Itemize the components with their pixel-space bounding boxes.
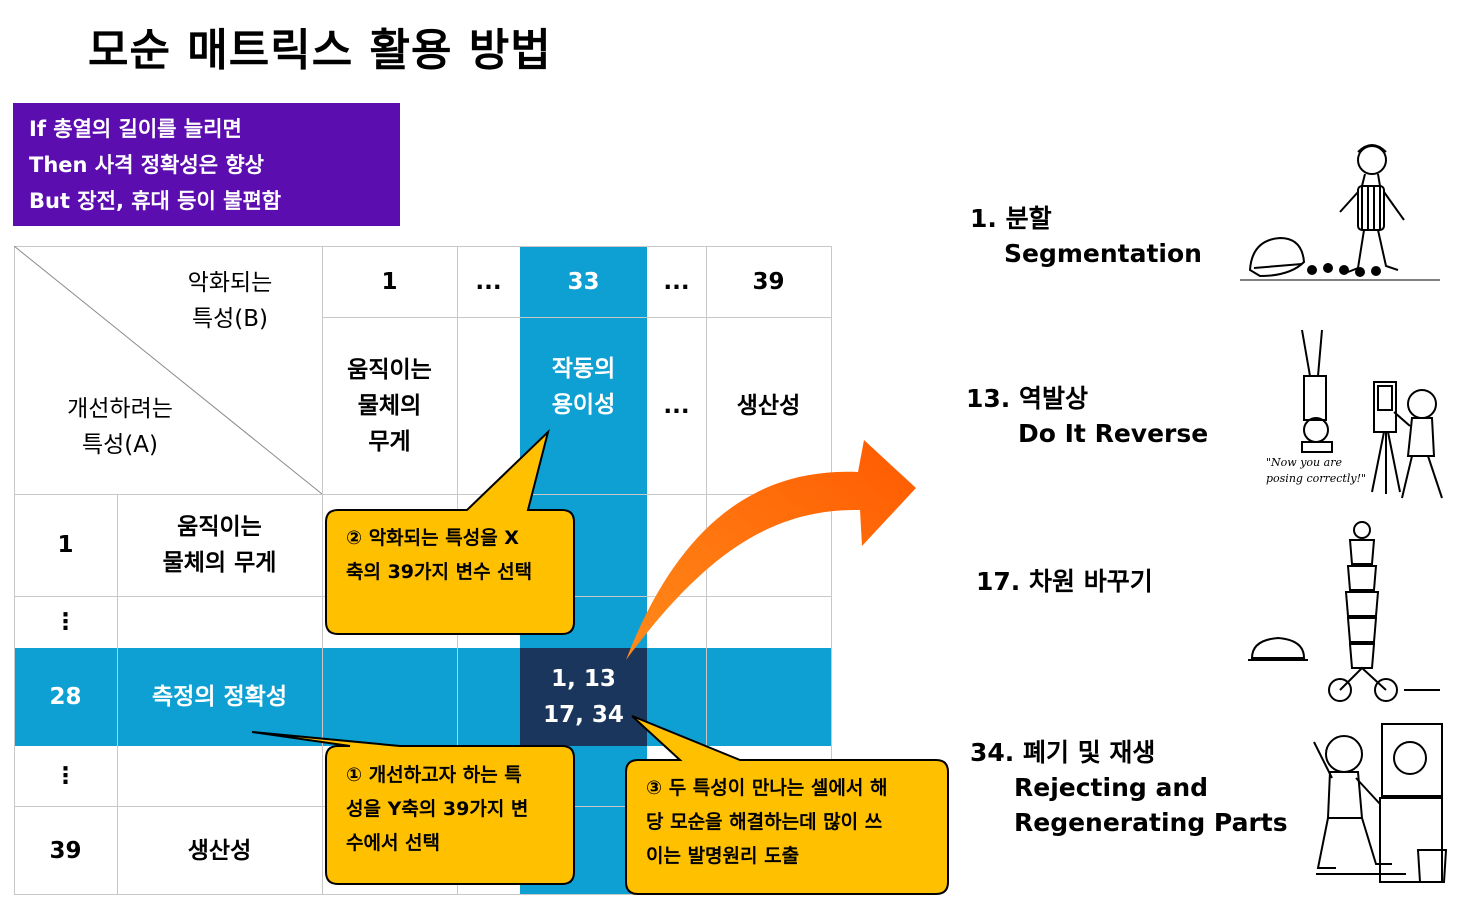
principle-1-en: Segmentation (1004, 239, 1202, 268)
col-name-ease-line-2: 용이성 (551, 392, 616, 418)
principle-13-ko: 13. 역발상 (966, 384, 1088, 413)
principle-17: 17. 차원 바꾸기 (976, 564, 1153, 599)
illustration-reverse (1301, 329, 1443, 499)
principle-34-en: Rejecting and (1014, 773, 1209, 802)
col-name-weight-line-2: 물체의 (357, 392, 422, 419)
illustration-segmentation (1240, 144, 1440, 281)
callout-step3-line-1: ③ 두 특성이 만나는 셀에서 해 (646, 777, 888, 799)
col-number-33[interactable]: 33 (567, 268, 600, 295)
col-number-ellipsis-2: ... (663, 268, 690, 295)
corner-bottom-line-2: 특성(A) (81, 432, 158, 458)
row-number-ellipsis-2: ⋮ (54, 763, 77, 789)
condition-but: But 장전, 휴대 등이 불편함 (29, 189, 282, 213)
illustration-caption: "Now you are posing correctly!" (1266, 455, 1366, 487)
row-name-measurement-accuracy[interactable]: 측정의 정확성 (152, 684, 287, 710)
intersection-cell[interactable]: 1, 13 17, 34 (520, 648, 647, 746)
callout-step2-line-1: ② 악화되는 특성을 X (346, 527, 519, 549)
callout-step1-shape (251, 731, 575, 885)
condition-then: Then 사격 정확성은 향상 (29, 153, 264, 177)
row-name-weight-line-2: 물체의 무게 (162, 550, 277, 576)
illustration-dimension (1248, 521, 1440, 702)
principle-34-ko: 34. 폐기 및 재생 (970, 738, 1156, 767)
callout-step2-shape (325, 428, 575, 635)
intersection-line-1: 1, 13 (551, 666, 616, 692)
principle-34-en2: Regenerating Parts (1014, 808, 1288, 837)
curved-arrow (626, 440, 916, 660)
intersection-line-2: 17, 34 (543, 702, 624, 728)
callout-step3-line-3: 이는 발명원리 도출 (646, 845, 800, 867)
callout-step3: ③ 두 특성이 만나는 셀에서 해 당 모순을 해결하는데 많이 쓰 이는 발명… (634, 771, 950, 873)
condition-box: If 총열의 길이를 늘리면 Then 사격 정확성은 향상 But 장전, 휴… (13, 103, 400, 226)
callout-step3-line-2: 당 모순을 해결하는데 많이 쓰 (646, 811, 883, 833)
col-name-weight[interactable]: 움직이는 물체의 무게 (322, 317, 457, 494)
col-number-ellipsis-1: ... (475, 268, 502, 295)
corner-improving-label: 개선하려는 특성(A) (40, 390, 200, 464)
corner-top-line-1: 악화되는 (187, 270, 273, 296)
highlight-row (14, 648, 832, 746)
row-name-weight[interactable]: 움직이는 물체의 무게 (117, 494, 322, 596)
callout-step3-shape (625, 715, 949, 895)
principle-34: 34. 폐기 및 재생 Rejecting and Regenerating P… (970, 735, 1288, 840)
illustration-rejecting (1313, 723, 1448, 883)
col-name-ease-of-operation[interactable]: 작동의 용이성 (520, 317, 647, 457)
row-number-28[interactable]: 28 (49, 684, 82, 710)
row-name-weight-line-1: 움직이는 (177, 514, 262, 540)
callout-step1-line-3: 수에서 선택 (346, 832, 441, 854)
row-name-productivity[interactable]: 생산성 (187, 837, 252, 864)
principle-1-ko: 1. 분할 (970, 204, 1052, 233)
caption-line-2: posing correctly!" (1266, 472, 1367, 485)
col-name-weight-line-3: 무게 (368, 428, 411, 455)
col-number-39[interactable]: 39 (752, 268, 785, 295)
col-number-1[interactable]: 1 (381, 268, 398, 295)
row-number-1[interactable]: 1 (57, 532, 74, 558)
callout-step2-line-2: 축의 39가지 변수 선택 (346, 561, 533, 583)
principle-17-ko: 17. 차원 바꾸기 (976, 567, 1153, 596)
corner-bottom-line-1: 개선하려는 (67, 396, 173, 422)
corner-worsening-label: 악화되는 특성(B) (160, 264, 300, 338)
col-name-productivity[interactable]: 생산성 (736, 392, 801, 419)
corner-diagonal (14, 246, 322, 494)
callout-step1-line-1: ① 개선하고자 하는 특 (346, 764, 522, 786)
principle-1: 1. 분할 Segmentation (970, 201, 1202, 271)
principle-13: 13. 역발상 Do It Reverse (966, 381, 1208, 451)
col-name-weight-line-1: 움직이는 (347, 356, 432, 383)
col-name-ease-line-1: 작동의 (551, 356, 616, 382)
callout-step1-line-2: 성을 Y축의 39가지 변 (346, 798, 529, 820)
page-title: 모순 매트릭스 활용 방법 (88, 25, 552, 76)
row-number-ellipsis-1: ⋮ (54, 609, 77, 635)
caption-line-1: "Now you are (1266, 456, 1342, 469)
corner-top-line-2: 특성(B) (191, 306, 269, 332)
principle-13-en: Do It Reverse (1018, 419, 1209, 448)
callout-step1: ① 개선하고자 하는 특 성을 Y축의 39가지 변 수에서 선택 (334, 758, 574, 860)
condition-if: If 총열의 길이를 늘리면 (29, 117, 242, 141)
row-number-39[interactable]: 39 (49, 837, 82, 864)
callout-step2: ② 악화되는 특성을 X 축의 39가지 변수 선택 (334, 521, 574, 589)
col-name-ellipsis: ... (663, 392, 690, 419)
